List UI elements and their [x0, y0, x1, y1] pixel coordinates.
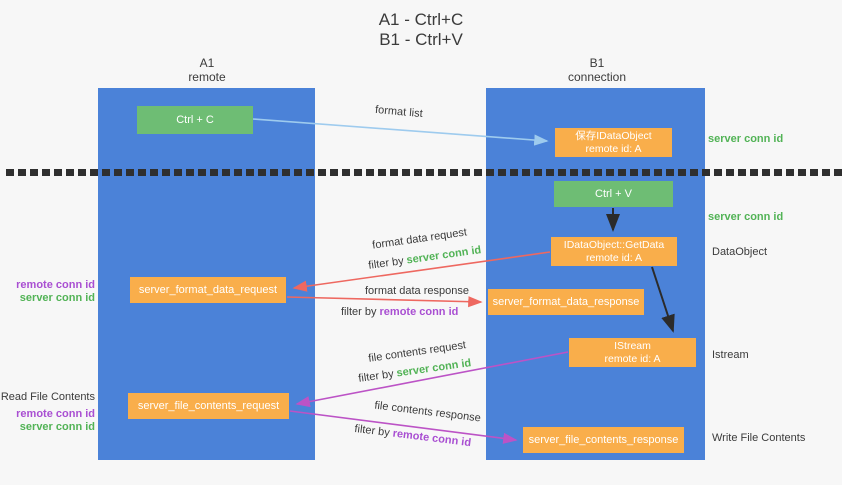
box-server-format-data-request: server_format_data_request	[130, 277, 286, 303]
label-left-conn-ids-1: remote conn id server conn id	[0, 279, 95, 305]
label-write-file-contents: Write File Contents	[712, 432, 806, 444]
label-read-file-contents: Read File Contents	[0, 391, 95, 403]
server-conn-id-label: server conn id	[19, 421, 95, 433]
label-server-conn-id-top: server conn id	[708, 133, 784, 145]
getdata-line1: IDataObject::GetData	[563, 238, 665, 251]
label-filter-by-remote-conn-id-1: filter by remote conn id	[341, 306, 458, 319]
arrow-getdata-to-istream	[651, 266, 675, 333]
save-idataobject-line2: remote id: A	[585, 142, 642, 155]
box-ctrl-c: Ctrl + C	[137, 106, 253, 134]
column-header-b1: B1 connection	[547, 56, 647, 84]
column-b1-sub: connection	[567, 70, 627, 84]
box-istream: IStream remote id: A	[569, 338, 696, 367]
ctrl-v-label: Ctrl + V	[595, 187, 632, 200]
istream-line1: IStream	[614, 339, 651, 352]
remote-conn-id-label: remote conn id	[16, 408, 95, 420]
ctrl-c-label: Ctrl + C	[176, 113, 214, 126]
diagram-title: A1 - Ctrl+C B1 - Ctrl+V	[0, 10, 842, 50]
box-server-format-data-response: server_format_data_response	[488, 289, 644, 315]
label-left-conn-ids-2: remote conn id server conn id	[0, 408, 95, 434]
label-server-conn-id-mid: server conn id	[708, 211, 784, 223]
remote-conn-id-text: remote conn id	[379, 306, 459, 318]
server-file-contents-response-label: server_file_contents_response	[528, 433, 679, 446]
filter-by-text: filter by	[341, 306, 380, 318]
save-idataobject-line1: 保存IDataObject	[575, 129, 652, 142]
server-format-data-request-label: server_format_data_request	[138, 283, 278, 296]
arrow-file-contents-request	[295, 351, 569, 408]
arrow-file-contents-response	[289, 410, 518, 444]
server-conn-id-label: server conn id	[19, 292, 95, 304]
box-server-file-contents-request: server_file_contents_request	[128, 393, 289, 419]
arrow-format-list	[252, 118, 549, 146]
column-a1-sub: remote	[188, 70, 226, 84]
server-file-contents-request-label: server_file_contents_request	[137, 399, 280, 412]
box-save-idataobject: 保存IDataObject remote id: A	[555, 128, 672, 157]
label-dataobject: DataObject	[712, 246, 768, 258]
column-header-a1: A1 remote	[157, 56, 257, 84]
arrow-format-data-response	[286, 296, 483, 308]
box-ctrl-v: Ctrl + V	[554, 181, 673, 207]
server-format-data-response-label: server_format_data_response	[492, 295, 640, 308]
column-b1-name: B1	[589, 56, 605, 70]
column-a1-name: A1	[199, 56, 215, 70]
arrow-format-data-request	[292, 251, 551, 292]
session-divider-line	[6, 169, 842, 176]
label-format-data-response: format data response	[365, 285, 469, 297]
remote-conn-id-label: remote conn id	[16, 279, 95, 291]
label-istream: Istream	[712, 349, 749, 361]
box-server-file-contents-response: server_file_contents_response	[523, 427, 684, 453]
box-idataobject-getdata: IDataObject::GetData remote id: A	[551, 237, 677, 266]
getdata-line2: remote id: A	[585, 251, 643, 264]
title-line-2: B1 - Ctrl+V	[379, 30, 463, 49]
istream-line2: remote id: A	[604, 352, 661, 365]
title-line-1: A1 - Ctrl+C	[378, 10, 464, 29]
